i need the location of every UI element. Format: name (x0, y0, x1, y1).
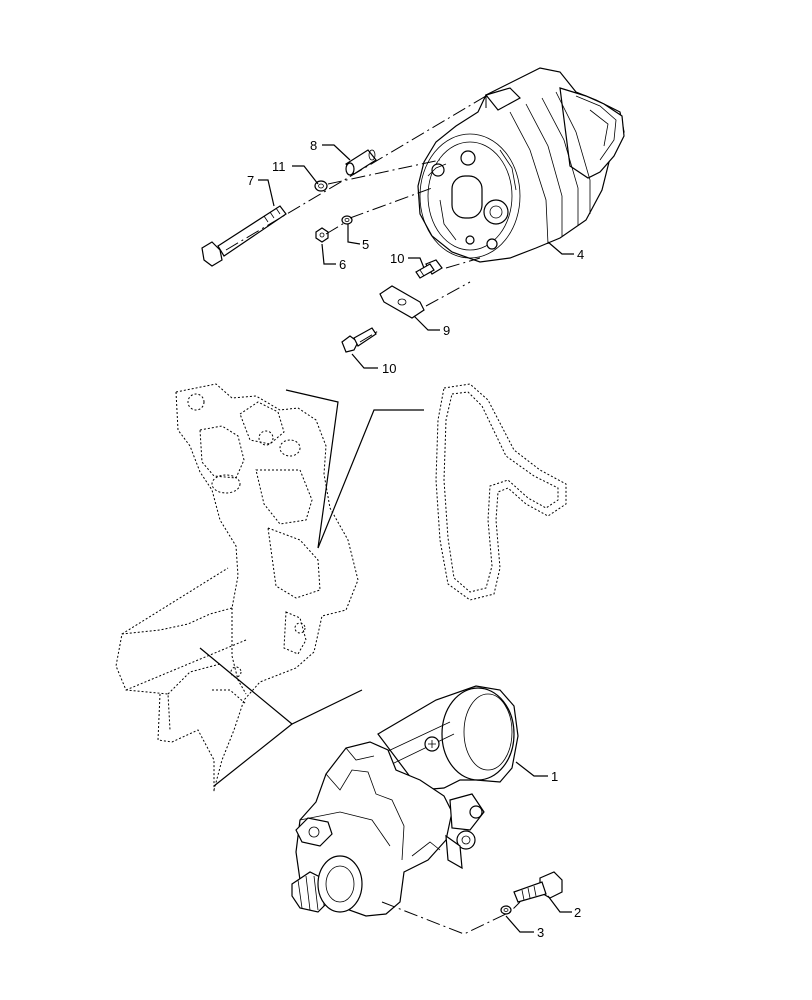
alternator-icon (417, 67, 625, 263)
plate-9-icon (379, 285, 425, 319)
bolt-10-lower-icon (341, 327, 377, 353)
callout-10-lower: 10 (382, 361, 396, 376)
bolt-7-icon (201, 205, 287, 267)
callout-4: 4 (577, 247, 584, 262)
callout-leaders (258, 144, 574, 933)
belt-leader-lines (199, 389, 424, 787)
engine-block-icon (115, 383, 359, 792)
callout-3: 3 (537, 925, 544, 940)
callout-11: 11 (272, 159, 286, 174)
washer-5-icon (341, 215, 353, 225)
bushing-8-icon (345, 149, 377, 176)
callout-8: 8 (310, 138, 317, 153)
callout-9: 9 (443, 323, 450, 338)
washer-3-icon (500, 905, 512, 915)
callout-10-upper: 10 (390, 251, 404, 266)
bolt-2-icon (513, 871, 563, 903)
callout-7: 7 (247, 173, 254, 188)
nut-6-icon (315, 227, 329, 243)
drive-belt-icon (435, 383, 567, 601)
starter-centerlines (381, 901, 521, 935)
callout-labels: 1 2 3 4 5 6 7 8 9 10 10 11 (247, 138, 584, 940)
bolt-10-upper-icon (415, 259, 443, 279)
assembly-centerlines (225, 95, 487, 343)
callout-5: 5 (362, 237, 369, 252)
callout-6: 6 (339, 257, 346, 272)
callout-1: 1 (551, 769, 558, 784)
starter-motor-icon (291, 685, 519, 917)
callout-2: 2 (574, 905, 581, 920)
